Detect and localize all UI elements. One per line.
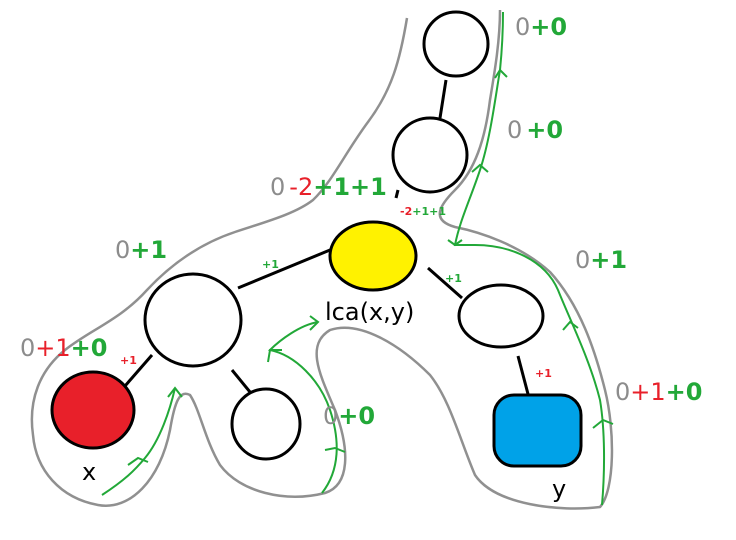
label-y: y — [552, 475, 566, 503]
label-lca: lca(x,y) — [325, 298, 414, 326]
node-left — [143, 272, 243, 368]
label-edge-x: +1 — [120, 354, 137, 367]
tree-outline — [30, 9, 614, 510]
edge-top — [438, 79, 448, 119]
label-edge-y: +1 — [535, 367, 552, 380]
green-paths — [101, 11, 606, 506]
edge-lca-right — [427, 266, 463, 300]
node-x — [50, 370, 136, 450]
path-x-up — [101, 387, 176, 496]
label-left-x: 0+1+0 — [20, 334, 107, 362]
path-middle — [267, 321, 338, 494]
node-mid — [230, 387, 302, 461]
label-middle-zero: 0+0 — [323, 402, 375, 430]
label-top-right: 0+0 — [515, 13, 567, 41]
edge-left-x — [123, 354, 154, 387]
edge-upper — [394, 189, 400, 199]
node-upper — [391, 116, 469, 194]
label-right-y: 0+1+0 — [615, 378, 702, 406]
node-lca — [328, 220, 418, 292]
node-top — [422, 10, 490, 78]
path-right — [453, 11, 606, 506]
edge-lca-left — [237, 248, 331, 290]
label-x: x — [82, 458, 96, 486]
edge-right-y — [516, 355, 530, 395]
tree-edges — [123, 79, 530, 395]
label-lca-small: -2+1+1 — [400, 205, 446, 218]
label-mid-right: 0+0 — [507, 116, 563, 144]
label-edge-right: +1 — [445, 272, 462, 285]
arrow-heads — [127, 68, 614, 466]
label-lca-sum: 0-2+1+1 — [270, 173, 387, 201]
label-edge-left: +1 — [262, 258, 279, 271]
node-y — [492, 393, 583, 468]
label-left-top: 0+1 — [115, 236, 167, 264]
node-right — [457, 283, 545, 349]
label-right-one: 0+1 — [575, 246, 627, 274]
edge-left-mid — [230, 369, 252, 393]
